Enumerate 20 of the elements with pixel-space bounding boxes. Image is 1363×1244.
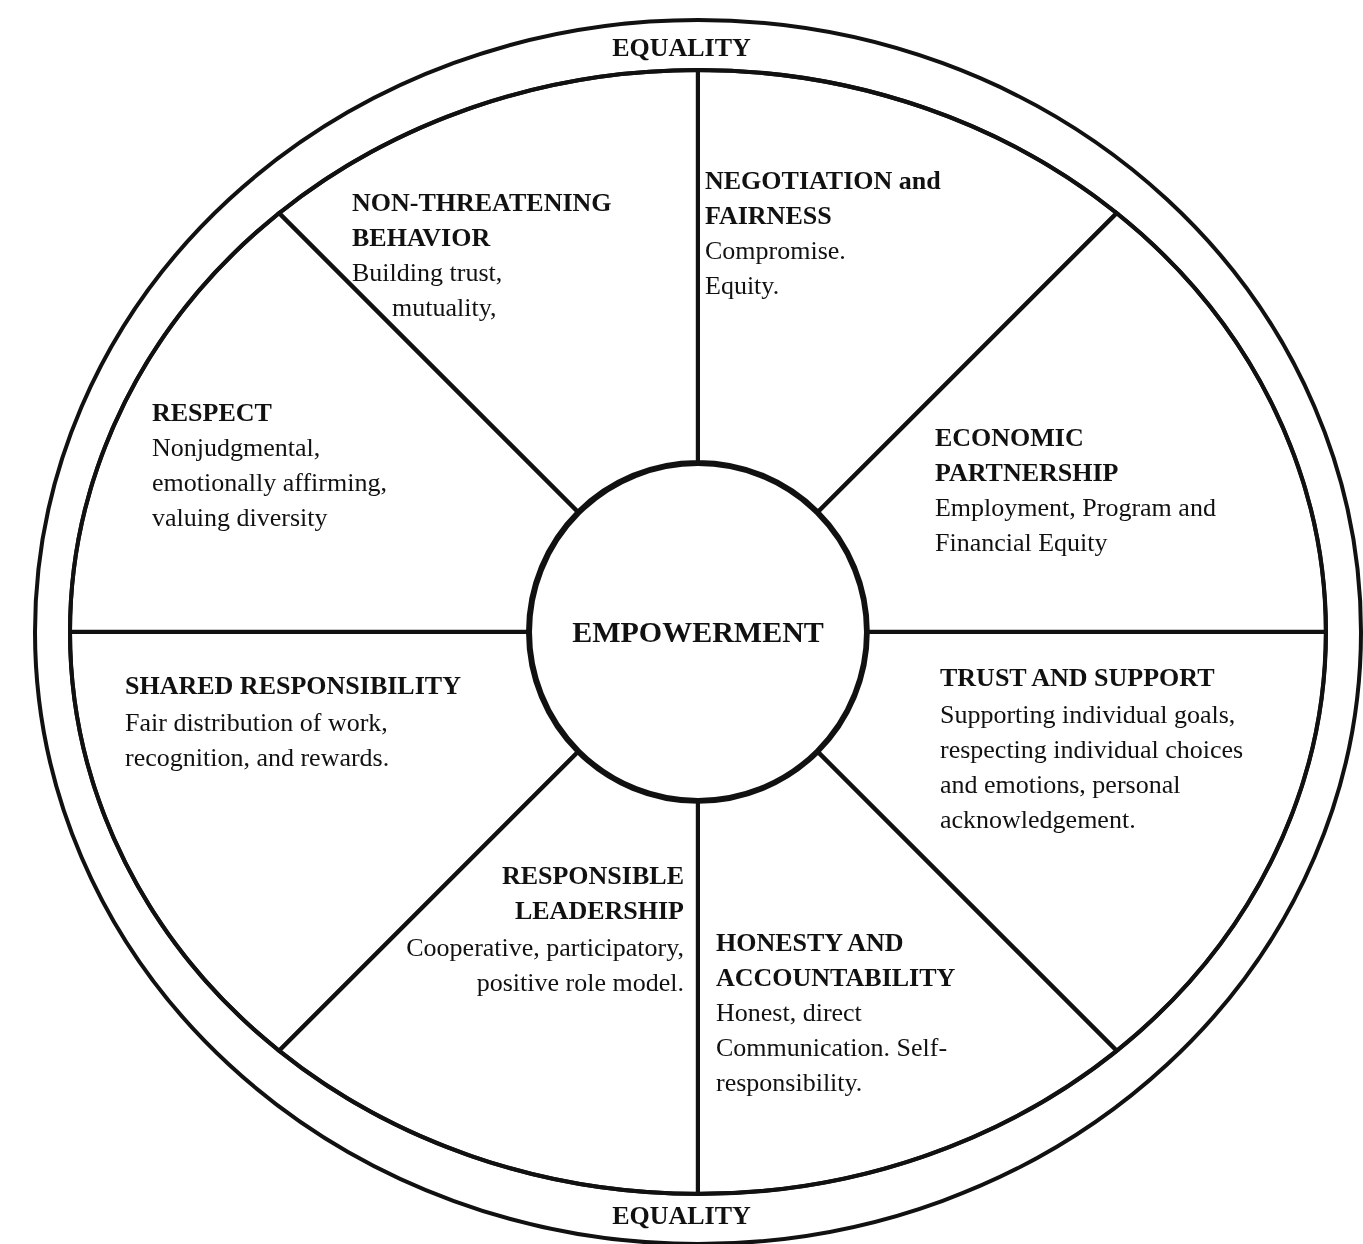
outer-ring [31,16,1363,1244]
sector-description: Compromise. Equity. [705,235,847,302]
sector-description: Fair distribution of work, recognition, and rewards. [125,707,391,774]
sector-heading: ECONOMIC PARTNERSHIP [935,422,1120,489]
sector-heading: RESPECT [152,397,273,429]
sector-heading: TRUST AND SUPPORT [940,662,1216,694]
ring-label: EQUALITY [611,32,752,64]
sector-description: Cooperative, participatory, positive role model. [405,932,684,999]
sector-heading: HONESTY AND ACCOUNTABILITY [716,927,957,994]
sector-heading: NEGOTIATION and FAIRNESS [705,165,942,232]
sector-heading: RESPONSIBLE LEADERSHIP [500,860,684,927]
ring-label: EQUALITY [611,1200,752,1232]
sector-heading: NON-THREATENING BEHAVIOR [352,187,613,254]
sector-description: Honest, direct Communication. Self-responsibility. [716,997,949,1099]
sector-description: Employment, Program and Financial Equity [935,492,1217,559]
sector-heading: SHARED RESPONSIBILITY [125,670,462,702]
sector-description: Nonjudgmental, emotionally affirming, valuing diversity [152,432,388,534]
sector-description: Supporting individual goals, respecting individual choices and emotions, personal acknowledgement. [940,699,1245,836]
sector-description: Building trust, mutuality, [352,257,504,324]
center-label: EMPOWERMENT [572,615,824,649]
